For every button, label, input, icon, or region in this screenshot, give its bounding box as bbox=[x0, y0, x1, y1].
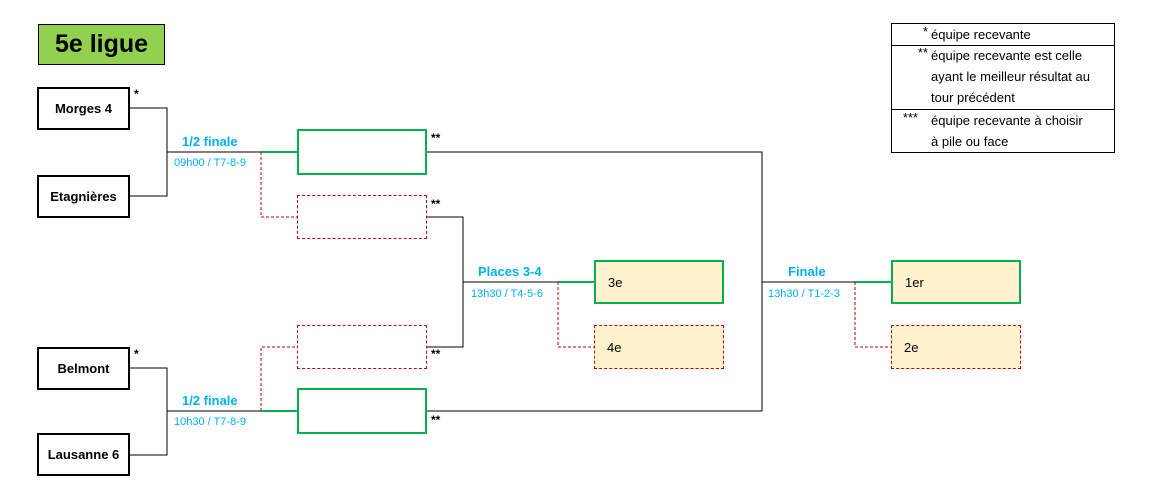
connector-places34-top bbox=[427, 216, 464, 282]
semi-bottom-loser-slot bbox=[297, 325, 427, 369]
place-label: 4e bbox=[607, 339, 622, 355]
team-name: Belmont bbox=[57, 361, 110, 376]
home-mark: * bbox=[134, 87, 139, 101]
connector-t3 bbox=[130, 367, 168, 411]
loser-line-semi-bottom bbox=[260, 346, 297, 411]
legend-text: équipe recevante à choisir à pile ou fac… bbox=[931, 113, 1083, 149]
home-mark: ** bbox=[431, 347, 441, 361]
legend-symbol: ** bbox=[917, 45, 928, 60]
place-second: 2e bbox=[891, 325, 1021, 369]
team-box-belmont: Belmont bbox=[37, 347, 130, 390]
connector-final-bottom bbox=[427, 282, 763, 412]
legend-row: *** équipe recevante à choisir à pile ou… bbox=[892, 110, 1114, 153]
home-mark: * bbox=[134, 347, 139, 361]
round-label-semi-bottom: 1/2 finale bbox=[182, 393, 238, 408]
loser-line-places34 bbox=[557, 282, 594, 348]
semi-bottom-winner-slot bbox=[297, 388, 427, 434]
loser-line-semi-top bbox=[260, 152, 297, 218]
round-label-places34: Places 3-4 bbox=[478, 264, 542, 279]
legend-row: ** équipe recevante est celle ayant le m… bbox=[892, 45, 1114, 110]
team-box-etagnieres: Etagnières bbox=[37, 175, 130, 218]
semi-top-loser-slot bbox=[297, 195, 427, 239]
round-label-final: Finale bbox=[788, 264, 826, 279]
team-box-morges: Morges 4 bbox=[37, 87, 130, 130]
page-title: 5e ligue bbox=[38, 24, 165, 65]
connector-t4 bbox=[130, 411, 168, 456]
connector-t2 bbox=[130, 152, 168, 197]
connector-t1 bbox=[130, 107, 168, 152]
semi-top-winner-slot bbox=[297, 129, 427, 175]
team-name: Morges 4 bbox=[54, 101, 113, 116]
legend-symbol: * bbox=[922, 24, 928, 39]
round-schedule-semi-top: 09h00 / T7-8-9 bbox=[174, 157, 246, 169]
place-label: 2e bbox=[904, 339, 919, 355]
connector-final-top bbox=[427, 151, 763, 282]
home-mark: ** bbox=[431, 197, 441, 211]
team-name: Lausanne 6 bbox=[47, 447, 120, 462]
legend-row: * équipe recevante bbox=[892, 24, 1114, 46]
place-fourth: 4e bbox=[594, 325, 724, 369]
place-label: 3e bbox=[608, 274, 623, 290]
loser-line-final bbox=[854, 282, 891, 348]
place-label: 1er bbox=[905, 274, 924, 290]
round-label-semi-top: 1/2 finale bbox=[182, 134, 238, 149]
legend-text: équipe recevante est celle ayant le meil… bbox=[931, 48, 1090, 105]
place-third: 3e bbox=[594, 260, 724, 304]
place-first: 1er bbox=[891, 260, 1021, 304]
team-name: Etagnières bbox=[50, 189, 117, 204]
round-schedule-final: 13h30 / T1-2-3 bbox=[768, 288, 840, 300]
legend-text: équipe recevante bbox=[931, 27, 1031, 42]
legend-symbol: *** bbox=[902, 110, 918, 125]
team-box-lausanne: Lausanne 6 bbox=[37, 433, 130, 476]
home-mark: ** bbox=[431, 131, 441, 145]
home-mark: ** bbox=[431, 413, 441, 427]
round-schedule-places34: 13h30 / T4-5-6 bbox=[471, 288, 543, 300]
legend: * équipe recevante ** équipe recevante e… bbox=[891, 23, 1115, 153]
round-schedule-semi-bottom: 10h30 / T7-8-9 bbox=[174, 416, 246, 428]
connector-places34-bottom bbox=[427, 282, 464, 348]
